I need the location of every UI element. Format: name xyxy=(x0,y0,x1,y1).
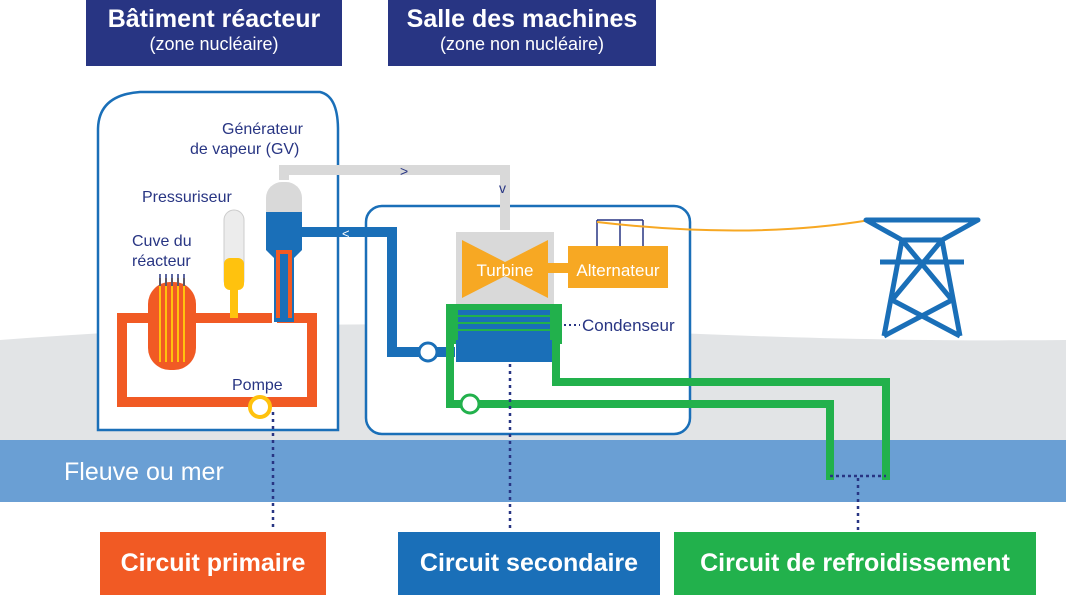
steam-pipe xyxy=(279,165,510,230)
steam-generator-label-2: de vapeur (GV) xyxy=(190,141,299,158)
reactor-building-title: Bâtiment réacteur xyxy=(107,5,321,33)
steam-generator-body xyxy=(266,212,302,322)
vessel-label-1: Cuve du xyxy=(132,233,192,250)
pump-label: Pompe xyxy=(232,377,283,394)
secondary-flow-arrow: < xyxy=(342,226,350,241)
cooling-intake-pipe xyxy=(446,342,834,480)
fuel-rods xyxy=(159,278,185,362)
machine-hall-title: Salle des machines xyxy=(406,5,638,33)
reactor-building-header: Bâtiment réacteur (zone nucléaire) xyxy=(86,0,342,66)
turbine xyxy=(462,240,548,298)
power-line xyxy=(596,219,871,232)
secondary-pump xyxy=(417,341,439,363)
pressurizer-line xyxy=(230,288,238,318)
steam-down-arrow: v xyxy=(499,180,506,196)
alternator-label: Alternateur xyxy=(576,261,659,280)
steam-generator-u-tube xyxy=(276,250,292,318)
alternator xyxy=(568,246,668,288)
vessel-label-2: réacteur xyxy=(132,253,191,270)
primary-pump xyxy=(248,395,272,419)
condenser-tubes xyxy=(458,315,550,331)
pressurizer-label: Pressuriseur xyxy=(142,189,232,206)
legend-cooling-circuit: Circuit de refroidissement xyxy=(674,532,1036,595)
transmission-pylon-icon xyxy=(863,217,981,339)
condenser-body xyxy=(458,310,550,340)
reactor-building-subtitle: (zone nucléaire) xyxy=(149,34,279,54)
condenser-hotwell xyxy=(456,340,552,362)
river-label: Fleuve ou mer xyxy=(64,458,224,486)
legend-secondary-circuit: Circuit secondaire xyxy=(398,532,660,595)
cooling-pump xyxy=(459,393,481,415)
steam-flow-arrow: > xyxy=(400,163,408,179)
turbine-label: Turbine xyxy=(476,261,533,280)
machine-hall-subtitle: (zone non nucléaire) xyxy=(439,34,605,54)
cooling-return-pipe xyxy=(552,340,890,480)
turbine-shaft xyxy=(548,263,568,273)
fuel-rods-top xyxy=(159,274,185,286)
condenser-label: Condenseur xyxy=(582,316,675,335)
pressurizer-liquid xyxy=(224,258,244,290)
steam-generator-label-1: Générateur xyxy=(222,121,304,138)
machine-hall-header: Salle des machines (zone non nucléaire) xyxy=(388,0,656,66)
legend-primary-circuit: Circuit primaire xyxy=(100,532,326,595)
